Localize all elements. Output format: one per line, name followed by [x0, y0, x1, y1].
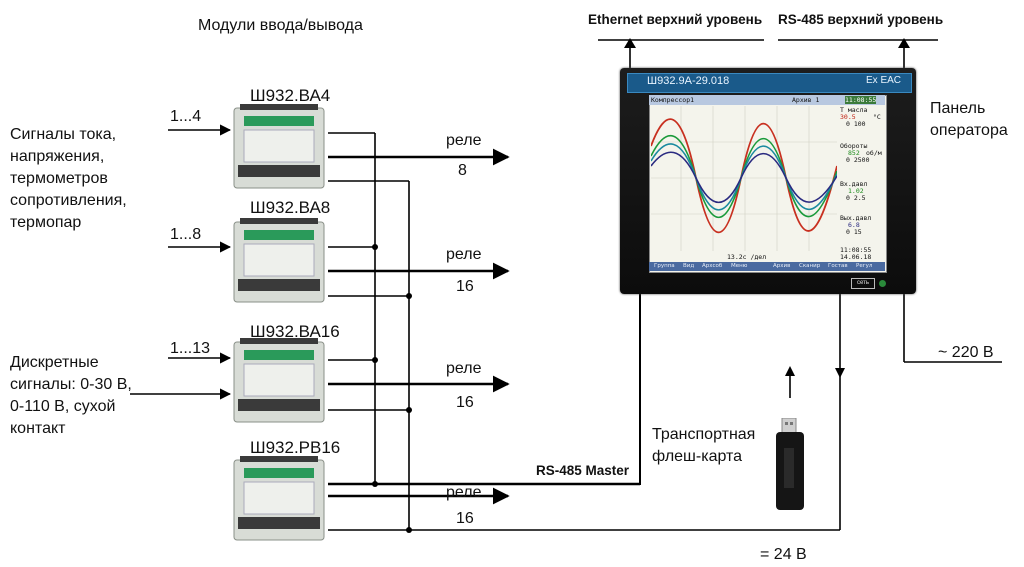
softkey-view[interactable]: Вид: [683, 263, 695, 269]
module-name-ba8: Ш932.ВА8: [250, 198, 331, 217]
panel-title: Ш932.9А-29.018: [647, 75, 730, 87]
module-name-ba16: Ш932.ВА16: [250, 322, 340, 341]
relay-count-ba8: 16: [456, 278, 474, 295]
out-press-label: Вых.давл: [840, 214, 872, 222]
softkey-group[interactable]: Группа: [654, 263, 675, 269]
relay-label-rb16: реле: [446, 484, 482, 501]
oil-temp-label: Т масла: [840, 106, 868, 114]
softkey-setpoint[interactable]: Гостав: [828, 263, 848, 269]
softkey-scan[interactable]: Сканир: [799, 263, 821, 269]
screen-header-mid: Архив 1: [792, 96, 820, 104]
out-press-value: 6.8: [848, 221, 860, 229]
in-press-value: 1.02: [848, 187, 864, 195]
rpm-range: 0 2500: [846, 156, 870, 164]
time-scale: 13.2с /дел: [727, 253, 767, 261]
bottom-time: 11:08:55: [840, 246, 872, 254]
status-led: [879, 280, 886, 287]
module-name-ba4: Ш932.ВА4: [250, 86, 331, 105]
usb-flash-drive: [776, 418, 804, 510]
bottom-date: 14.06.18: [840, 253, 872, 261]
rpm-unit: об/м: [866, 149, 882, 157]
relay-count-ba4: 8: [458, 162, 467, 179]
module-rb16-housing: [233, 456, 325, 541]
rpm-value: 852: [848, 149, 860, 157]
screen-header: [649, 95, 885, 105]
io-modules-title: Модули ввода/вывода: [198, 17, 363, 34]
module-name-rb16: Ш932.РВ16: [250, 438, 341, 457]
input-count-ba4: 1...4: [170, 108, 202, 125]
rs485-master-label: RS-485 Master: [536, 463, 630, 478]
relay-label-ba16: реле: [446, 360, 482, 377]
screen-header-left: Компрессор1: [651, 96, 695, 104]
analog-signals-label: Сигналы тока, напряжения, термометров со…: [10, 126, 127, 231]
relay-count-ba16: 16: [456, 394, 474, 411]
softkey-event-archive[interactable]: Архсоб: [702, 263, 723, 269]
panel-cert-mark: Ex EAC: [866, 75, 902, 86]
module-ba8-housing: [233, 218, 325, 303]
rpm-label: Обороты: [840, 142, 868, 150]
panel-title-bar: [627, 73, 912, 93]
ac-power-label: ~ 220 В: [938, 344, 994, 361]
input-count-ba16: 1...13: [170, 340, 211, 357]
screen-softkey-bar: [649, 262, 885, 271]
panel-screen: [649, 95, 887, 273]
flash-drive-label: Транспортная флеш-карта: [652, 426, 756, 465]
out-press-range: 0 15: [846, 228, 862, 236]
discrete-signals-label: Дискретные сигналы: 0-30 В, 0-110 В, сух…: [10, 354, 132, 437]
relay-label-ba4: реле: [446, 132, 482, 149]
ethernet-label: Ethernet верхний уровень: [588, 12, 763, 27]
dc-power-label: = 24 В: [760, 546, 807, 563]
oil-temp-value: 30.5: [840, 113, 856, 121]
relay-label-ba8: реле: [446, 246, 482, 263]
operator-panel-label: Панель оператора: [930, 100, 1008, 139]
network-button[interactable]: сеть: [851, 278, 875, 289]
oil-temp-unit: °C: [873, 113, 881, 121]
in-press-label: Вх.давл: [840, 180, 868, 188]
softkey-archive[interactable]: Архив: [773, 263, 791, 269]
in-press-range: 0 2.5: [846, 194, 866, 202]
trace-navy: [651, 151, 837, 204]
input-count-ba8: 1...8: [170, 226, 202, 243]
softkey-control[interactable]: Регул: [856, 263, 873, 269]
module-ba4-housing: [233, 104, 325, 189]
rs485-upper-label: RS-485 верхний уровень: [778, 12, 944, 27]
relay-count-rb16: 16: [456, 510, 474, 527]
softkey-menu[interactable]: Меню: [731, 263, 748, 269]
trend-plot: [651, 106, 837, 251]
module-ba16-housing: [233, 338, 325, 423]
screen-clock: 11:08:55: [845, 96, 877, 104]
oil-temp-range: 0 100: [846, 120, 866, 128]
